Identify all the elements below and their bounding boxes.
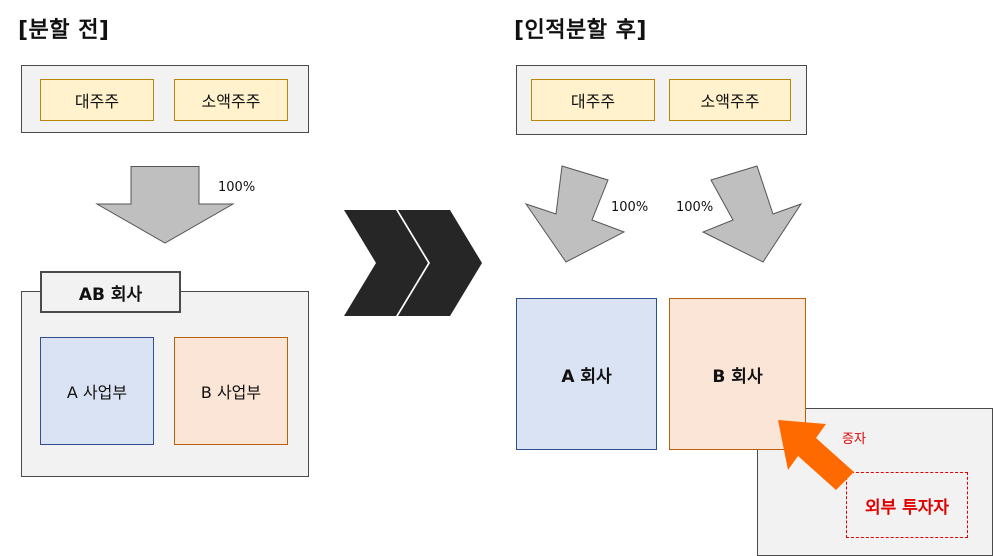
- after-major-shareholder-box: 대주주: [531, 79, 655, 121]
- investment-arrow-icon: [778, 420, 854, 490]
- after-minor-shareholder-box: 소액주주: [669, 79, 791, 121]
- external-investor-box: 외부 투자자: [846, 472, 968, 538]
- after-ownership-a-label: 100%: [611, 200, 649, 215]
- after-company-a: A 회사: [516, 298, 657, 450]
- after-ownership-b-label: 100%: [676, 200, 714, 215]
- before-division-a: A 사업부: [40, 337, 154, 445]
- before-down-arrow: [95, 166, 235, 244]
- after-arrow-to-b: [701, 165, 803, 263]
- before-ownership-label: 100%: [218, 180, 256, 195]
- after-heading: [인적분할 후]: [514, 18, 647, 43]
- before-heading: [분할 전]: [18, 18, 110, 43]
- capital-increase-label: 증자: [842, 432, 866, 447]
- after-arrow-to-a: [524, 165, 626, 263]
- before-division-b: B 사업부: [174, 337, 288, 445]
- transition-chevron-icon: [344, 210, 482, 316]
- before-minor-shareholder-box: 소액주주: [174, 79, 288, 121]
- before-major-shareholder-box: 대주주: [40, 79, 154, 121]
- before-company-label: AB 회사: [40, 271, 181, 313]
